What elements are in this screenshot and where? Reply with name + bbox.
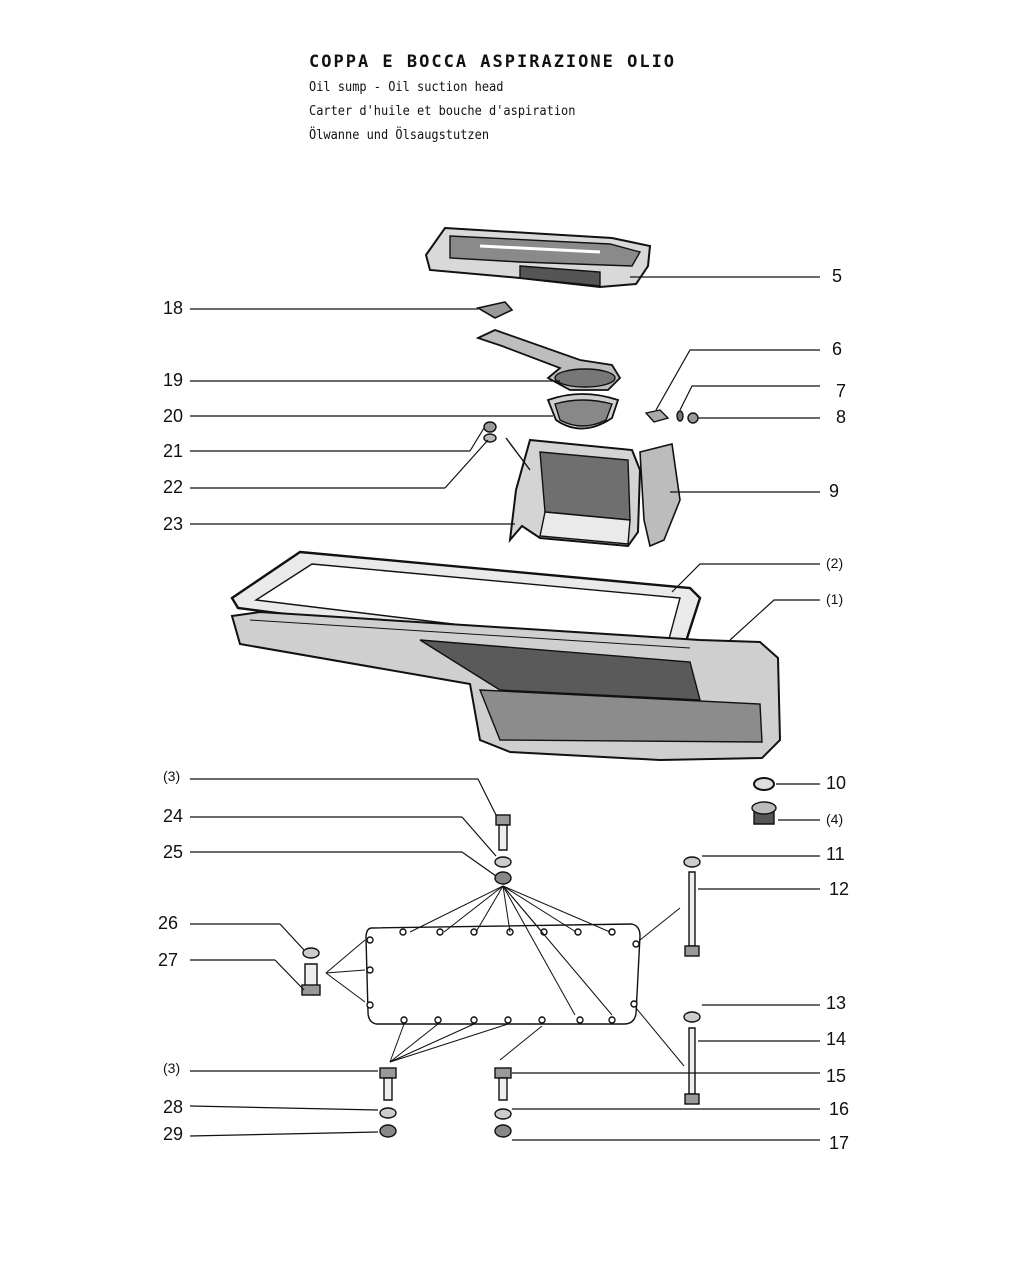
callout-3-paren-upper: (3): [163, 768, 181, 784]
callout-20: 20: [163, 406, 184, 426]
part-suction-housing: [508, 438, 642, 548]
part-bolt-lower-center: [494, 1025, 543, 1138]
callout-27: 27: [158, 950, 179, 970]
subtitle-german: Ölwanne und Ölsaugstutzen: [309, 128, 490, 143]
callout-24: 24: [163, 806, 184, 826]
part-bolt-upper: [494, 814, 512, 885]
subtitle-french: Carter d'huile et bouche d'aspiration: [309, 104, 576, 119]
callout-1-paren: (1): [826, 591, 844, 607]
part-bolt-lower-left: [379, 1023, 509, 1138]
part-drain-washer: [753, 777, 775, 791]
callout-9: 9: [829, 481, 840, 501]
callout-5: 5: [832, 266, 843, 286]
part-nut-washer: [483, 421, 531, 471]
callout-25: 25: [163, 842, 184, 862]
callout-6: 6: [832, 339, 843, 359]
subtitle-english: Oil sump - Oil suction head: [309, 80, 504, 95]
part-screw-washers: [644, 409, 699, 424]
callout-15: 15: [826, 1066, 847, 1086]
callout-26: 26: [158, 913, 179, 933]
callout-13: 13: [826, 993, 847, 1013]
part-cover-plate: [424, 226, 652, 289]
part-oil-sump: [230, 610, 782, 762]
callout-2-paren: (2): [826, 555, 844, 571]
callout-17: 17: [829, 1133, 850, 1153]
title-block: COPPA E BOCCA ASPIRAZIONE OLIO Oil sump …: [309, 52, 676, 148]
callout-12: 12: [829, 879, 850, 899]
part-long-stud-lower: [635, 1007, 701, 1105]
leader-lines: [189, 276, 820, 1141]
callout-10: 10: [826, 773, 847, 793]
part-long-stud-upper: [639, 856, 701, 957]
callout-28: 28: [163, 1097, 184, 1117]
callout-4-paren: (4): [826, 811, 844, 827]
callout-19: 19: [163, 370, 184, 390]
page-title: COPPA E BOCCA ASPIRAZIONE OLIO: [309, 52, 677, 72]
part-sump-flange-outline: [365, 923, 641, 1025]
part-bracket: [475, 301, 514, 319]
callout-22: 22: [163, 477, 184, 497]
callout-7: 7: [836, 381, 847, 401]
callout-3-paren-lower: (3): [163, 1060, 181, 1076]
callout-16: 16: [829, 1099, 850, 1119]
part-bolt-left: [301, 939, 366, 1003]
callout-11: 11: [826, 844, 845, 864]
part-plate-gasket: [639, 443, 681, 548]
part-strainer: [546, 393, 620, 430]
callout-14: 14: [826, 1029, 847, 1049]
callout-21: 21: [163, 441, 184, 461]
callout-8: 8: [836, 407, 847, 427]
callout-29: 29: [163, 1124, 184, 1144]
part-suction-pipe: [475, 329, 622, 391]
part-drain-plug: [751, 801, 777, 825]
callout-18: 18: [163, 298, 184, 318]
callout-23: 23: [163, 514, 184, 534]
